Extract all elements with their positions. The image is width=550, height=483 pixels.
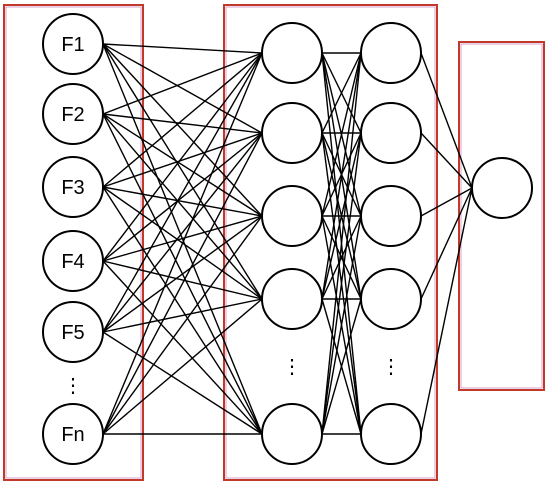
output-node — [471, 157, 533, 219]
edge-h2-4-output — [420, 187, 473, 435]
edge-input-4-h1-0 — [102, 52, 263, 333]
hidden2-node-4 — [360, 268, 422, 330]
edge-input-0-h1-3 — [102, 43, 263, 300]
edge-h2-2-output — [420, 187, 473, 217]
edge-h1-4-h2-3 — [321, 298, 362, 435]
edge-input-3-h1-3 — [102, 260, 263, 300]
edge-h2-1-output — [420, 132, 473, 189]
input-node-label: F4 — [61, 251, 84, 273]
edge-input-0-h1-2 — [102, 43, 263, 217]
hidden2-node-1 — [360, 22, 422, 84]
input-layer-box — [3, 4, 144, 481]
hidden-layers-box — [223, 4, 438, 481]
hidden1-node-3 — [261, 185, 323, 247]
hidden1-node-2 — [261, 102, 323, 164]
edge-h2-0-output — [420, 52, 473, 189]
edge-h1-2-h2-0 — [321, 52, 362, 217]
input-node-6 — [42, 403, 104, 465]
input-node-3 — [42, 156, 104, 218]
edge-input-5-h1-1 — [102, 132, 263, 435]
input-layer-box-inner-edge — [5, 6, 142, 479]
neurons — [42, 13, 533, 465]
input-node-5 — [42, 301, 104, 363]
hidden2-node-3 — [360, 185, 422, 247]
edge-h1-1-h2-0 — [321, 52, 362, 134]
edge-h1-3-h2-1 — [321, 132, 362, 300]
edge-input-5-h1-0 — [102, 52, 263, 435]
edge-input-5-h1-3 — [102, 298, 263, 435]
edge-input-1-h1-1 — [102, 113, 263, 134]
edge-input-0-h1-0 — [102, 43, 263, 54]
hidden1-node-1 — [261, 22, 323, 84]
input-node-label: F1 — [61, 34, 84, 56]
edge-input-1-h1-3 — [102, 113, 263, 300]
edge-input-3-h1-4 — [102, 260, 263, 435]
edge-input-5-h1-2 — [102, 215, 263, 435]
edge-input-2-h1-1 — [102, 132, 263, 188]
edge-h1-3-h2-2 — [321, 215, 362, 300]
edge-input-3-h1-0 — [102, 52, 263, 262]
hidden1-node-4 — [261, 268, 323, 330]
edge-input-4-h1-1 — [102, 132, 263, 333]
input-node-1 — [42, 13, 104, 75]
hidden1-node-5 — [261, 403, 323, 465]
hidden2-ellipsis: ⋮ — [381, 356, 401, 378]
input-node-2 — [42, 83, 104, 145]
edge-input-4-h1-3 — [102, 298, 263, 333]
edge-input-1-h1-0 — [102, 52, 263, 115]
input-node-label: F2 — [61, 104, 84, 126]
edge-h1-3-h2-0 — [321, 52, 362, 300]
edge-input-2-h1-4 — [102, 186, 263, 435]
edge-input-1-h1-2 — [102, 113, 263, 217]
input-node-4 — [42, 230, 104, 292]
edge-h2-3-output — [420, 187, 473, 300]
edge-h1-4-h2-2 — [321, 215, 362, 435]
output-layer-box-inner-edge — [460, 43, 543, 389]
input-ellipsis: ⋮ — [63, 375, 83, 397]
edge-input-2-h1-0 — [102, 52, 263, 188]
input-node-label: F3 — [61, 177, 84, 199]
edge-input-4-h1-4 — [102, 331, 263, 435]
hidden2-node-5 — [360, 403, 422, 465]
edge-input-3-h1-1 — [102, 132, 263, 262]
edge-h1-4-h2-1 — [321, 132, 362, 435]
layer-boxes — [3, 4, 545, 481]
hidden1-ellipsis: ⋮ — [282, 356, 302, 378]
input-node-label: Fn — [61, 424, 84, 446]
input-node-label: F5 — [61, 322, 84, 344]
edge-input-2-h1-2 — [102, 186, 263, 217]
connections — [102, 43, 473, 435]
hidden2-node-2 — [360, 102, 422, 164]
edge-h1-4-h2-0 — [321, 52, 362, 435]
edge-input-4-h1-2 — [102, 215, 263, 333]
edge-input-3-h1-2 — [102, 215, 263, 262]
